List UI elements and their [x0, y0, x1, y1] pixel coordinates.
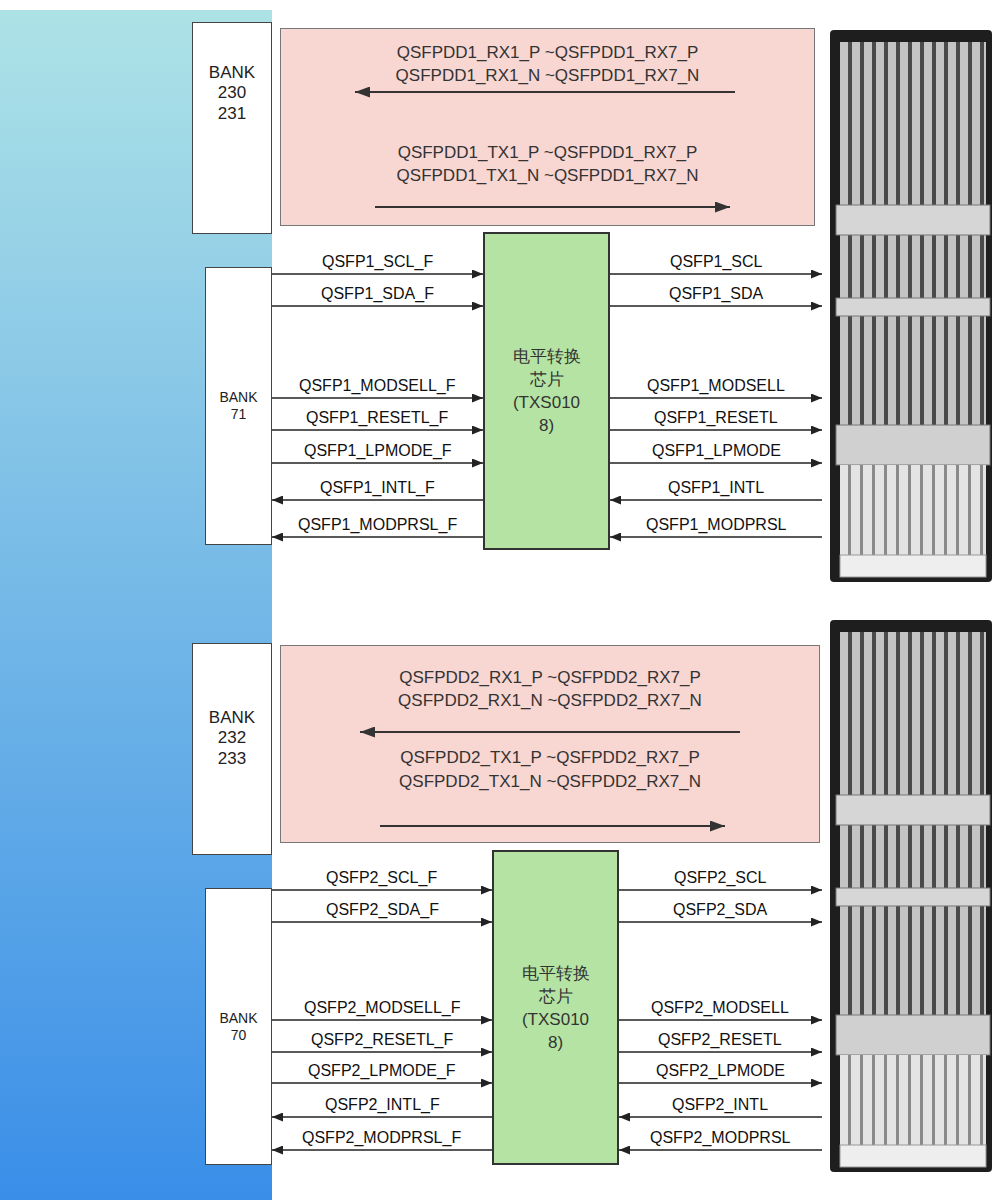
signal-name: QSFP2_MODSELL_F	[304, 999, 461, 1017]
signal-connector	[272, 1082, 492, 1083]
fpga-bank-box: BANK 232 233	[192, 643, 272, 855]
lane-signal-name: QSFPDD1_RX1_N ~QSFPDD1_RX7_N	[396, 66, 700, 86]
signal-wire	[610, 462, 822, 463]
signal-connector	[272, 1019, 492, 1020]
fpga-bank-box: BANK 71	[205, 267, 272, 545]
signal-wire	[610, 273, 822, 274]
signal-connector	[272, 1149, 492, 1150]
signal-name: QSFP2_SDA	[673, 901, 767, 919]
signal-wire	[610, 397, 822, 398]
signal-wire	[619, 1149, 822, 1150]
signal-wire	[619, 889, 822, 890]
tx-direction-arrow	[375, 206, 730, 208]
signal-name: QSFP2_RESETL_F	[311, 1031, 453, 1049]
signal-name: QSFP1_INTL_F	[320, 479, 435, 497]
signal-name: QSFP1_MODPRSL	[646, 516, 786, 534]
signal-connector	[272, 305, 483, 306]
signal-name: QSFP1_MODPRSL_F	[298, 516, 457, 534]
signal-name: QSFP1_LPMODE_F	[304, 442, 452, 460]
signal-connector	[272, 397, 483, 398]
fpga-bank-box: BANK 230 231	[192, 22, 272, 234]
lane-arrows	[355, 92, 740, 826]
signal-name: QSFP1_LPMODE	[652, 442, 781, 460]
rx-direction-arrow	[355, 91, 735, 93]
signal-name: QSFP2_INTL_F	[325, 1096, 440, 1114]
lane-signal-name: QSFPDD1_TX1_N ~QSFPDD1_RX7_N	[397, 166, 699, 186]
signal-name: QSFP1_MODSELL_F	[299, 377, 456, 395]
signal-name: QSFP2_INTL	[672, 1096, 768, 1114]
qsfpdd-module-image	[830, 30, 992, 582]
signal-wire	[610, 429, 822, 430]
signal-name: QSFP2_MODSELL	[651, 999, 789, 1017]
signal-name: QSFP1_SDA_F	[321, 285, 434, 303]
signal-name: QSFP1_SDA	[669, 285, 763, 303]
signal-connector	[272, 889, 492, 890]
lane-signal-name: QSFPDD2_TX1_N ~QSFPDD2_RX7_N	[399, 772, 701, 792]
fpga-bank-box: BANK 70	[205, 888, 272, 1165]
signal-connector	[272, 273, 483, 274]
bank-label: BANK 71	[219, 389, 257, 423]
signal-connector	[272, 499, 483, 500]
signal-connector	[272, 429, 483, 430]
lane-signal-name: QSFPDD2_RX1_N ~QSFPDD2_RX7_N	[398, 691, 702, 711]
signal-wire	[619, 1051, 822, 1052]
signal-wire	[619, 1082, 822, 1083]
level-shifter-chip: 电平转换芯片 (TXS0108)	[492, 850, 619, 1165]
signal-name: QSFP2_RESETL	[658, 1031, 782, 1049]
lane-signal-name: QSFPDD2_RX1_P ~QSFPDD2_RX7_P	[399, 668, 701, 688]
signal-name: QSFP2_SCL	[674, 869, 766, 887]
rx-direction-arrow	[360, 731, 740, 733]
level-shifter-chip: 电平转换芯片 (TXS0108)	[483, 232, 610, 550]
signal-connector	[272, 921, 492, 922]
serdes-lane-box: QSFPDD2_RX1_P ~QSFPDD2_RX7_P QSFPDD2_RX1_…	[280, 645, 820, 843]
signal-name: QSFP2_SCL_F	[326, 869, 437, 887]
signal-name: QSFP1_RESETL	[654, 409, 778, 427]
signal-connector	[272, 1116, 492, 1117]
bank-label: BANK 232 233	[209, 708, 255, 769]
chip-label: 电平转换芯片 (TXS0108)	[520, 962, 592, 1054]
chip-label: 电平转换芯片 (TXS0108)	[511, 345, 583, 437]
signal-name: QSFP1_SCL	[670, 253, 762, 271]
signal-name: QSFP1_SCL_F	[322, 253, 433, 271]
bank-label: BANK 230 231	[209, 63, 255, 124]
signal-connector	[272, 1051, 492, 1052]
fpga-panel	[0, 10, 272, 1200]
signal-wire	[610, 305, 822, 306]
signal-wire	[610, 536, 822, 537]
signal-connector	[272, 462, 483, 463]
signal-wire	[619, 1019, 822, 1020]
signal-name: QSFP2_MODPRSL	[650, 1129, 790, 1147]
bank-label: BANK 70	[219, 1010, 257, 1044]
signal-name: QSFP2_LPMODE_F	[308, 1062, 456, 1080]
signal-name: QSFP1_INTL	[668, 479, 764, 497]
signal-name: QSFP2_MODPRSL_F	[302, 1129, 461, 1147]
lane-signal-name: QSFPDD1_RX1_P ~QSFPDD1_RX7_P	[397, 43, 699, 63]
signal-name: QSFP1_RESETL_F	[306, 409, 448, 427]
signal-wire	[619, 921, 822, 922]
serdes-lane-box: QSFPDD1_RX1_P ~QSFPDD1_RX7_P QSFPDD1_RX1_…	[280, 28, 815, 226]
signal-wire	[610, 499, 822, 500]
signal-name: QSFP2_SDA_F	[326, 901, 439, 919]
lane-signal-name: QSFPDD1_TX1_P ~QSFPDD1_RX7_P	[398, 143, 698, 163]
qsfpdd-module-image	[830, 620, 992, 1172]
signal-name: QSFP1_MODSELL	[647, 377, 785, 395]
tx-direction-arrow	[380, 825, 725, 827]
signal-connector	[272, 536, 483, 537]
lane-signal-name: QSFPDD2_TX1_P ~QSFPDD2_RX7_P	[400, 748, 700, 768]
signal-name: QSFP2_LPMODE	[656, 1062, 785, 1080]
signal-wire	[619, 1116, 822, 1117]
